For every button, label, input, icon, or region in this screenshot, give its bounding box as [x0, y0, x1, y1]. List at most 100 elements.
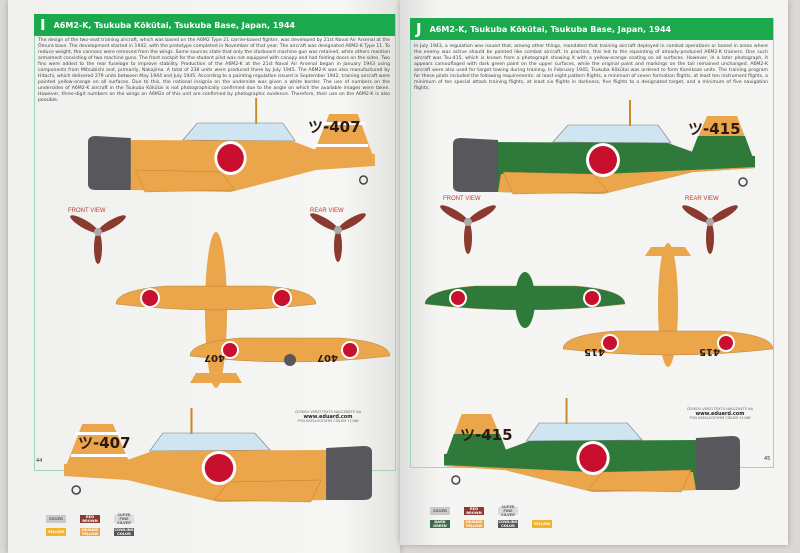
- czech-note: ČESKOU VERZI TEXTU NALEZNETE NA www.edua…: [680, 407, 760, 421]
- tail-stripe: [75, 432, 121, 435]
- czech-note-line1: ČESKOU VERZI TEXTU NALEZNETE NA: [686, 407, 754, 411]
- tail-stripe: [315, 144, 369, 147]
- history-text: In July 1943, a regulation was issued th…: [414, 44, 768, 91]
- color-chip: SILVER: [430, 507, 450, 515]
- wing-number: 415: [584, 346, 605, 357]
- wing-number: 407: [317, 352, 338, 363]
- eduard-link[interactable]: www.eduard.com: [695, 410, 745, 417]
- antenna-mast: [190, 408, 193, 434]
- propeller-blade: [94, 232, 102, 264]
- propeller-blade: [70, 215, 99, 233]
- color-chip: COWLING COLOR: [498, 520, 518, 528]
- czech-note-line2: POD KATALOGOVÝM ČÍSLEM 11166: [297, 419, 359, 423]
- wing: [587, 469, 692, 493]
- color-chip: ORANGE YELLOW: [464, 520, 484, 528]
- canopy: [525, 422, 643, 442]
- spinner: [464, 218, 472, 226]
- color-chip: YELLOW: [46, 528, 66, 536]
- tail-code: ツ-407: [78, 434, 131, 452]
- profile-letter: J: [416, 20, 422, 38]
- tail-wheel: [738, 177, 748, 187]
- tailplane: [190, 373, 242, 383]
- hinomaru: [719, 336, 733, 350]
- hinomaru: [343, 343, 357, 357]
- czech-note-line2: POD KATALOGOVÝM ČÍSLEM 11166: [689, 416, 751, 420]
- engine-cowling: [453, 138, 498, 192]
- color-chip: YELLOW: [532, 520, 552, 528]
- tail-code: ツ-415: [460, 426, 513, 444]
- hinomaru: [579, 444, 607, 472]
- profile-header: J A6M2-K, Tsukuba Kōkūtai, Tsukuba Base,…: [410, 18, 773, 40]
- tail-wheel: [71, 485, 82, 495]
- hinomaru: [589, 146, 617, 174]
- propeller-blade: [464, 222, 472, 254]
- profile-letter: I: [40, 16, 46, 34]
- spinner: [94, 228, 102, 236]
- wing: [213, 479, 322, 503]
- engine-cowling: [695, 436, 740, 490]
- rear-view-label: REAR VIEW: [685, 196, 719, 202]
- czech-note-line1: ČESKOU VERZI TEXTU NALEZNETE NA: [294, 410, 362, 414]
- propeller-blade: [682, 205, 711, 223]
- side-profile: [63, 408, 372, 503]
- propeller: [682, 205, 738, 254]
- page-number: 44: [36, 458, 43, 464]
- hinomaru: [223, 343, 237, 357]
- side-profile: [453, 100, 755, 195]
- front-view-label: FRONT VIEW: [68, 208, 106, 214]
- wing: [502, 171, 609, 195]
- eduard-link[interactable]: www.eduard.com: [303, 413, 353, 420]
- hinomaru: [274, 290, 290, 306]
- tail-code: ツ-415: [688, 120, 741, 138]
- hinomaru: [585, 291, 599, 305]
- hinomaru: [204, 454, 234, 482]
- tail-code: ツ-407: [308, 118, 361, 136]
- propeller-blade: [97, 215, 126, 233]
- profile-header: I A6M2-K, Tsukuba Kōkūtai, Tsukuba Base,…: [34, 14, 395, 36]
- page-number: 45: [764, 456, 771, 462]
- propeller-blade: [467, 205, 496, 223]
- propeller: [70, 215, 126, 264]
- propeller-blade: [310, 213, 339, 231]
- tail-wheel: [358, 175, 369, 185]
- side-profile: [444, 398, 740, 493]
- side-profile: [88, 98, 375, 193]
- front-view-label: FRONT VIEW: [443, 196, 481, 202]
- propeller-blade: [334, 230, 342, 262]
- canopy: [149, 432, 271, 452]
- wing-number: 415: [699, 346, 720, 357]
- tailplane: [645, 247, 691, 256]
- tail-camouflage: [446, 434, 507, 456]
- tail-stripe: [71, 454, 129, 457]
- color-chip: ORANGE YELLOW: [80, 528, 100, 536]
- wing: [135, 169, 236, 193]
- canopy: [182, 122, 296, 142]
- czech-note: ČESKOU VERZI TEXTU NALEZNETE NA www.edua…: [288, 410, 368, 424]
- canopy: [552, 124, 672, 144]
- spinner: [334, 226, 342, 234]
- propeller-blade: [709, 205, 738, 223]
- color-chip: DARK GREEN: [430, 520, 450, 528]
- hinomaru: [217, 144, 244, 172]
- fuselage-top: [515, 272, 535, 328]
- engine-cowling: [284, 354, 296, 366]
- hinomaru: [142, 290, 158, 306]
- engine-cowling: [326, 446, 372, 500]
- wing-number: 407: [204, 352, 225, 363]
- wing-top: [115, 285, 317, 311]
- propeller: [310, 213, 366, 262]
- color-chip: SILVER: [46, 515, 66, 523]
- rear-view-label: REAR VIEW: [310, 208, 344, 214]
- spinner: [706, 218, 714, 226]
- engine-cowling: [88, 136, 131, 190]
- tail-stripe: [322, 122, 365, 125]
- profile-title: A6M2-K, Tsukuba Kōkūtai, Tsukuba Base, J…: [429, 24, 672, 34]
- hinomaru: [603, 336, 617, 350]
- antenna-mast: [565, 398, 568, 424]
- propeller: [440, 205, 496, 254]
- propeller-blade: [440, 205, 469, 223]
- antenna-mast: [255, 98, 258, 124]
- tail-wheel: [451, 475, 461, 485]
- propeller-blade: [337, 213, 366, 231]
